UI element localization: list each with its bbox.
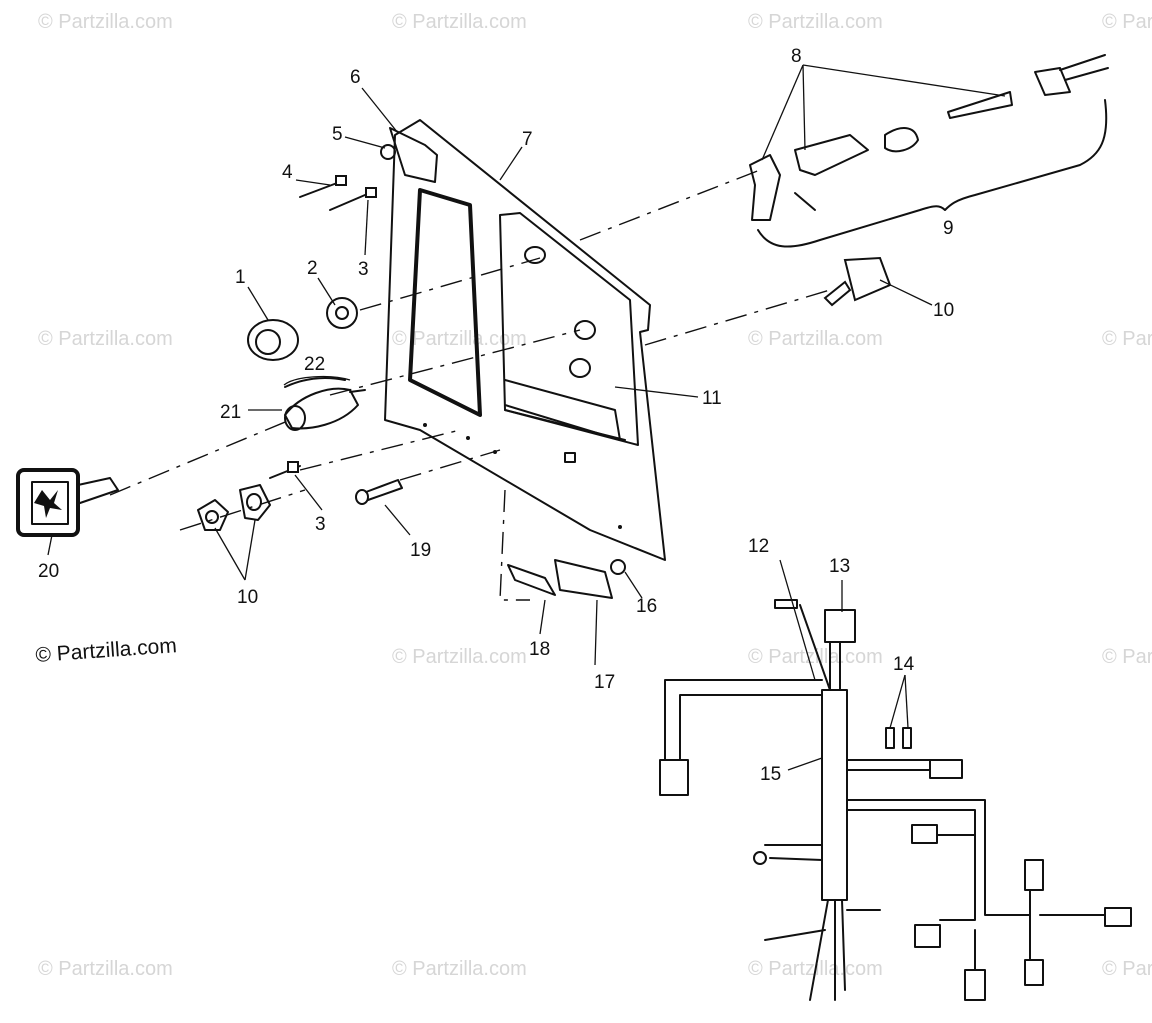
callout-label: 11 bbox=[702, 388, 722, 409]
watermark: © Partzilla.com bbox=[1102, 328, 1152, 350]
switch-assembly bbox=[749, 54, 1109, 248]
watermark: © Partzilla.com bbox=[748, 11, 883, 33]
watermark: © Partzilla.com bbox=[38, 958, 173, 980]
dash-panel bbox=[380, 119, 666, 561]
ignition-key bbox=[16, 468, 119, 537]
nut-and-washer bbox=[247, 297, 358, 361]
callout-label: 2 bbox=[307, 258, 318, 279]
watermark: © Partzilla.com bbox=[392, 646, 527, 668]
watermark: © Partzilla.com bbox=[1102, 11, 1152, 33]
watermark: © Partzilla.com bbox=[748, 328, 883, 350]
callout-label: 10 bbox=[933, 300, 954, 321]
callout-label: 6 bbox=[350, 67, 361, 88]
callout-label: 10 bbox=[237, 587, 258, 608]
callout-label: 22 bbox=[304, 354, 325, 375]
wiring-harness bbox=[659, 599, 1132, 1001]
callout-label: 7 bbox=[522, 129, 533, 150]
watermark: © Partzilla.com bbox=[748, 646, 883, 668]
callout-label: 14 bbox=[893, 654, 915, 675]
callout-label: 21 bbox=[220, 402, 241, 423]
callout-label: 18 bbox=[529, 639, 550, 660]
screws bbox=[269, 175, 377, 479]
ignition-switch bbox=[284, 377, 366, 431]
callout-labels: 1 2 3 3 4 5 6 7 8 9 10 10 11 12 13 14 15… bbox=[38, 46, 954, 785]
callout-label: 15 bbox=[760, 764, 781, 785]
watermark: © Partzilla.com bbox=[392, 958, 527, 980]
toggle-switch bbox=[823, 256, 892, 307]
watermark: © Partzilla.com bbox=[1102, 646, 1152, 668]
callout-label: 16 bbox=[636, 596, 657, 617]
watermark: © Partzilla.com bbox=[38, 328, 173, 350]
callout-label: 13 bbox=[829, 556, 850, 577]
callout-label: 19 bbox=[410, 540, 431, 561]
lock-nut bbox=[197, 484, 271, 531]
callout-label: 3 bbox=[315, 514, 326, 535]
bolt bbox=[355, 479, 403, 505]
watermark: © Partzilla.com bbox=[392, 11, 527, 33]
copyright-notice: © Partzilla.com bbox=[35, 634, 178, 667]
callout-label: 5 bbox=[332, 124, 343, 145]
callout-label: 8 bbox=[791, 46, 802, 67]
callout-label: 4 bbox=[282, 162, 293, 183]
callout-label: 1 bbox=[235, 267, 246, 288]
callout-label: 17 bbox=[594, 672, 615, 693]
leader-lines bbox=[47, 64, 1006, 771]
bracket-assembly bbox=[507, 559, 626, 599]
assembly-lines bbox=[109, 169, 831, 601]
callout-label: 3 bbox=[358, 259, 369, 280]
callout-label: 9 bbox=[943, 218, 954, 239]
callout-label: 20 bbox=[38, 561, 59, 582]
watermark: © Partzilla.com bbox=[392, 328, 527, 350]
watermark: © Partzilla.com bbox=[38, 11, 173, 33]
watermark: © Partzilla.com bbox=[1102, 958, 1152, 980]
callout-label: 12 bbox=[748, 536, 769, 557]
